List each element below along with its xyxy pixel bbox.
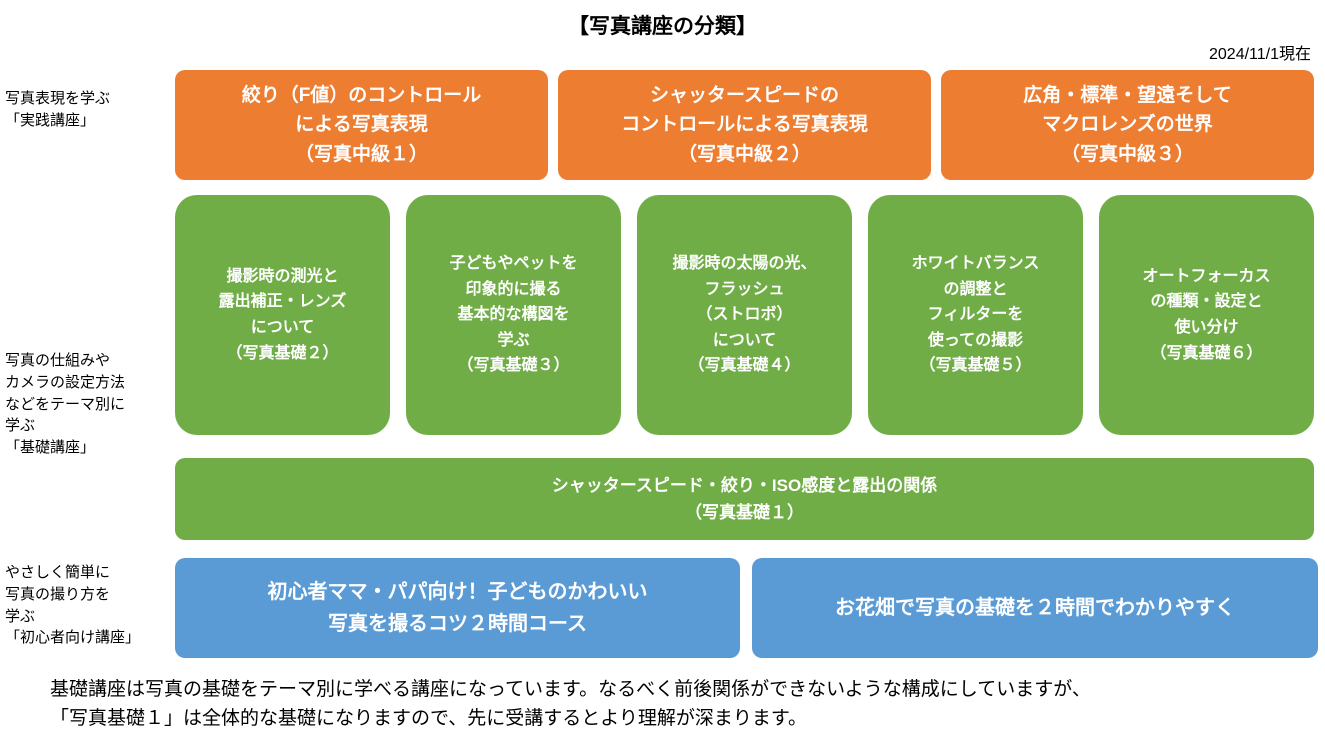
page-title: 【写真講座の分類】 bbox=[568, 15, 757, 38]
course-box-basic-5: ホワイトバランス の調整と フィルターを 使っての撮影 （写真基礎５） bbox=[868, 195, 1083, 435]
course-box-beginner-2: お花畑で写真の基礎を２時間でわかりやすく bbox=[752, 558, 1318, 658]
course-box-intermediate-1: 絞り（F値）のコントロール による写真表現 （写真中級１） bbox=[175, 70, 548, 180]
course-box-basic-4: 撮影時の太陽の光、 フラッシュ （ストロボ） について （写真基礎４） bbox=[637, 195, 852, 435]
course-box-basic-2: 撮影時の測光と 露出補正・レンズ について （写真基礎２） bbox=[175, 195, 390, 435]
course-box-beginner-1: 初心者ママ・パパ向け！子どものかわいい 写真を撮るコツ２時間コース bbox=[175, 558, 740, 658]
date-label: 2024/11/1現在 bbox=[1209, 46, 1311, 63]
course-box-basic-1: シャッタースピード・絞り・ISO感度と露出の関係 （写真基礎１） bbox=[175, 458, 1314, 540]
course-box-intermediate-3: 広角・標準・望遠そして マクロレンズの世界 （写真中級３） bbox=[941, 70, 1314, 180]
side-label-basic-courses: 写真の仕組みや カメラの設定方法 などをテーマ別に 学ぶ 「基礎講座」 bbox=[5, 352, 126, 456]
course-box-basic-3: 子どもやペットを 印象的に撮る 基本的な構図を 学ぶ （写真基礎３） bbox=[406, 195, 621, 435]
footer-note: 基礎講座は写真の基礎をテーマ別に学べる講座になっています。なるべく前後関係ができ… bbox=[50, 679, 1091, 729]
course-box-intermediate-2: シャッタースピードの コントロールによる写真表現 （写真中級２） bbox=[558, 70, 931, 180]
side-label-practical-courses: 写真表現を学ぶ 「実践講座」 bbox=[5, 90, 111, 129]
course-box-basic-6: オートフォーカス の種類・設定と 使い分け （写真基礎６） bbox=[1099, 195, 1314, 435]
side-label-beginner-courses: やさしく簡単に 写真の撮り方を 学ぶ 「初心者向け講座」 bbox=[5, 564, 141, 647]
